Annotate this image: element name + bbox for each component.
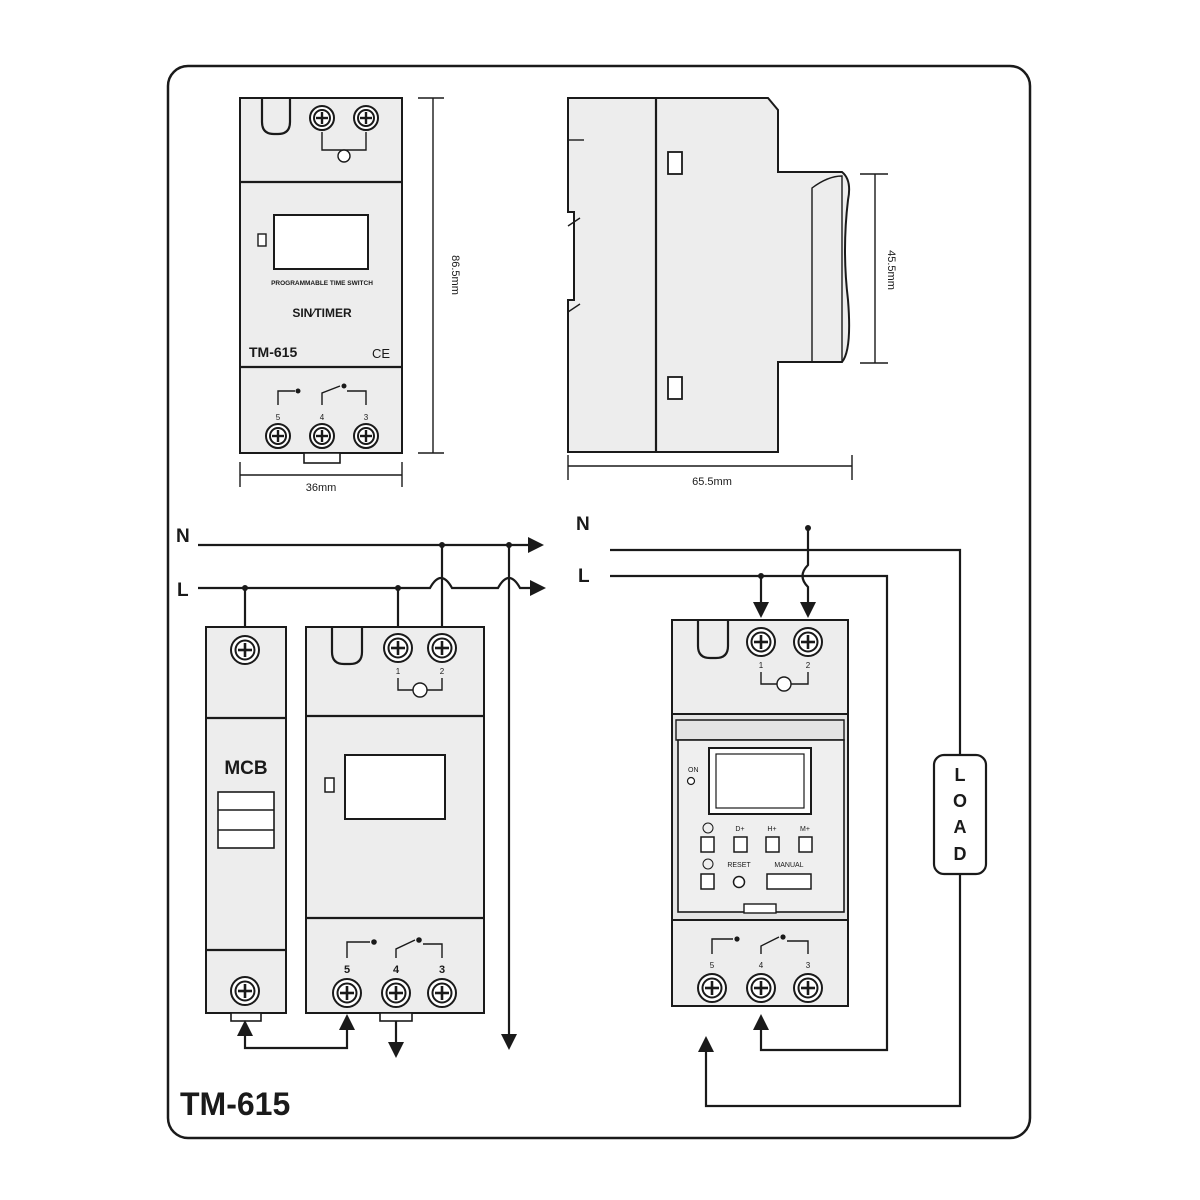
front-model-label: TM-615 [249, 344, 297, 360]
front-term-4: 4 [320, 413, 325, 422]
mcb-bottom-screw-icon [229, 975, 261, 1007]
front-term-3: 3 [364, 413, 369, 422]
term4-right-arrow-icon [753, 1014, 769, 1030]
left-term-4-screw-icon [380, 977, 412, 1009]
clock-icon [702, 822, 714, 834]
left-term-5-screw-icon [331, 977, 363, 1009]
btn-m-label: M+ [800, 826, 810, 833]
right-bottom-term-5: 5 [710, 961, 715, 970]
wiring-left: N L MCB [176, 526, 546, 1058]
front-subtitle: PROGRAMMABLE TIME SWITCH [271, 280, 373, 287]
manual-button[interactable] [766, 873, 812, 890]
load-letter-d: D [954, 844, 967, 864]
right-term-4-screw-icon [745, 972, 777, 1004]
right-line-label: L [578, 566, 590, 587]
right-top-term-2: 2 [806, 661, 811, 670]
mcb-top-screw-icon [229, 634, 261, 666]
left-bottom-term-4: 4 [393, 964, 400, 976]
clock-set-button[interactable] [700, 873, 715, 890]
left-timer-module: 1 2 5 4 3 [305, 626, 485, 1022]
height-dim-label: 86.5mm [449, 255, 461, 295]
day-plus-button[interactable] [733, 836, 748, 853]
terminal-5-screw-icon [264, 422, 292, 450]
terminal-1-screw-icon [308, 104, 336, 132]
left-neutral-label: N [176, 526, 190, 547]
neutral-out-arrow-icon [501, 1034, 517, 1050]
left-top-term-1: 1 [396, 667, 401, 676]
right-bottom-term-4: 4 [759, 961, 764, 970]
reset-label: RESET [727, 862, 751, 869]
height-dimension: 86.5mm [418, 97, 461, 454]
load-letter-l: L [955, 765, 966, 785]
load-letter-a: A [954, 817, 967, 837]
mcb-breaker: MCB [205, 626, 287, 1022]
left-top-term-2: 2 [440, 667, 445, 676]
depth-dimension: 65.5mm [567, 455, 853, 488]
ce-mark: CE [372, 346, 390, 361]
mcb-out-arrow-icon [237, 1020, 253, 1036]
load-letter-o: O [953, 791, 967, 811]
footer-model-label: TM-615 [180, 1086, 290, 1122]
right-term-3-screw-icon [792, 972, 824, 1004]
depth-dim-label: 65.5mm [692, 476, 732, 488]
left-term-3-screw-icon [426, 977, 458, 1009]
term4-out-arrow-icon [388, 1042, 404, 1058]
btn-h-label: H+ [767, 826, 776, 833]
right-term-2-screw-icon [792, 626, 824, 658]
right-top-term-1: 1 [759, 661, 764, 670]
right-neutral-label: N [576, 514, 590, 535]
line-arrow-icon [530, 580, 546, 596]
right-bottom-term-3: 3 [806, 961, 811, 970]
hour-plus-button[interactable] [765, 836, 780, 853]
side-view: 45.5mm 65.5mm [567, 97, 897, 488]
left-line-label: L [177, 580, 189, 601]
left-bottom-term-5: 5 [344, 964, 350, 976]
right-timer-module: 1 2 ON D+ H+ M+ RESET MANUAL [671, 619, 849, 1007]
terminal-3-screw-icon [352, 422, 380, 450]
load-return-arrow-icon [698, 1036, 714, 1052]
right-term-5-screw-icon [696, 972, 728, 1004]
timer-clock-icon [702, 858, 714, 870]
neutral-arrow-icon [528, 537, 544, 553]
left-term-1-screw-icon [382, 632, 414, 664]
front-height-dim-label: 45.5mm [885, 250, 897, 290]
right-term-1-screw-icon [745, 626, 777, 658]
btn-d-label: D+ [735, 826, 744, 833]
on-led-icon [686, 776, 696, 786]
front-height-dimension: 45.5mm [860, 173, 897, 364]
terminal-2-screw-icon [352, 104, 380, 132]
left-bottom-term-3: 3 [439, 964, 445, 976]
left-term-2-screw-icon [426, 632, 458, 664]
on-indicator-label: ON [688, 767, 699, 774]
term2-right-arrow-icon [800, 602, 816, 618]
width-dim-label: 36mm [306, 482, 337, 494]
front-term-5: 5 [276, 413, 281, 422]
wiring-right: N L L O A D 1 2 [576, 514, 988, 1108]
program-button[interactable] [700, 836, 715, 853]
width-dimension: 36mm [239, 462, 403, 494]
minute-plus-button[interactable] [798, 836, 813, 853]
front-view: PROGRAMMABLE TIME SWITCH SIN∕TIMER TM-61… [239, 97, 461, 494]
term5-in-arrow-icon [339, 1014, 355, 1030]
load-box: L O A D [932, 753, 988, 876]
manual-label: MANUAL [774, 862, 803, 869]
mcb-label: MCB [224, 758, 267, 779]
terminal-4-screw-icon [308, 422, 336, 450]
term1-right-arrow-icon [753, 602, 769, 618]
front-brand-logo: SIN∕TIMER [292, 306, 352, 320]
reset-button[interactable] [732, 875, 746, 889]
